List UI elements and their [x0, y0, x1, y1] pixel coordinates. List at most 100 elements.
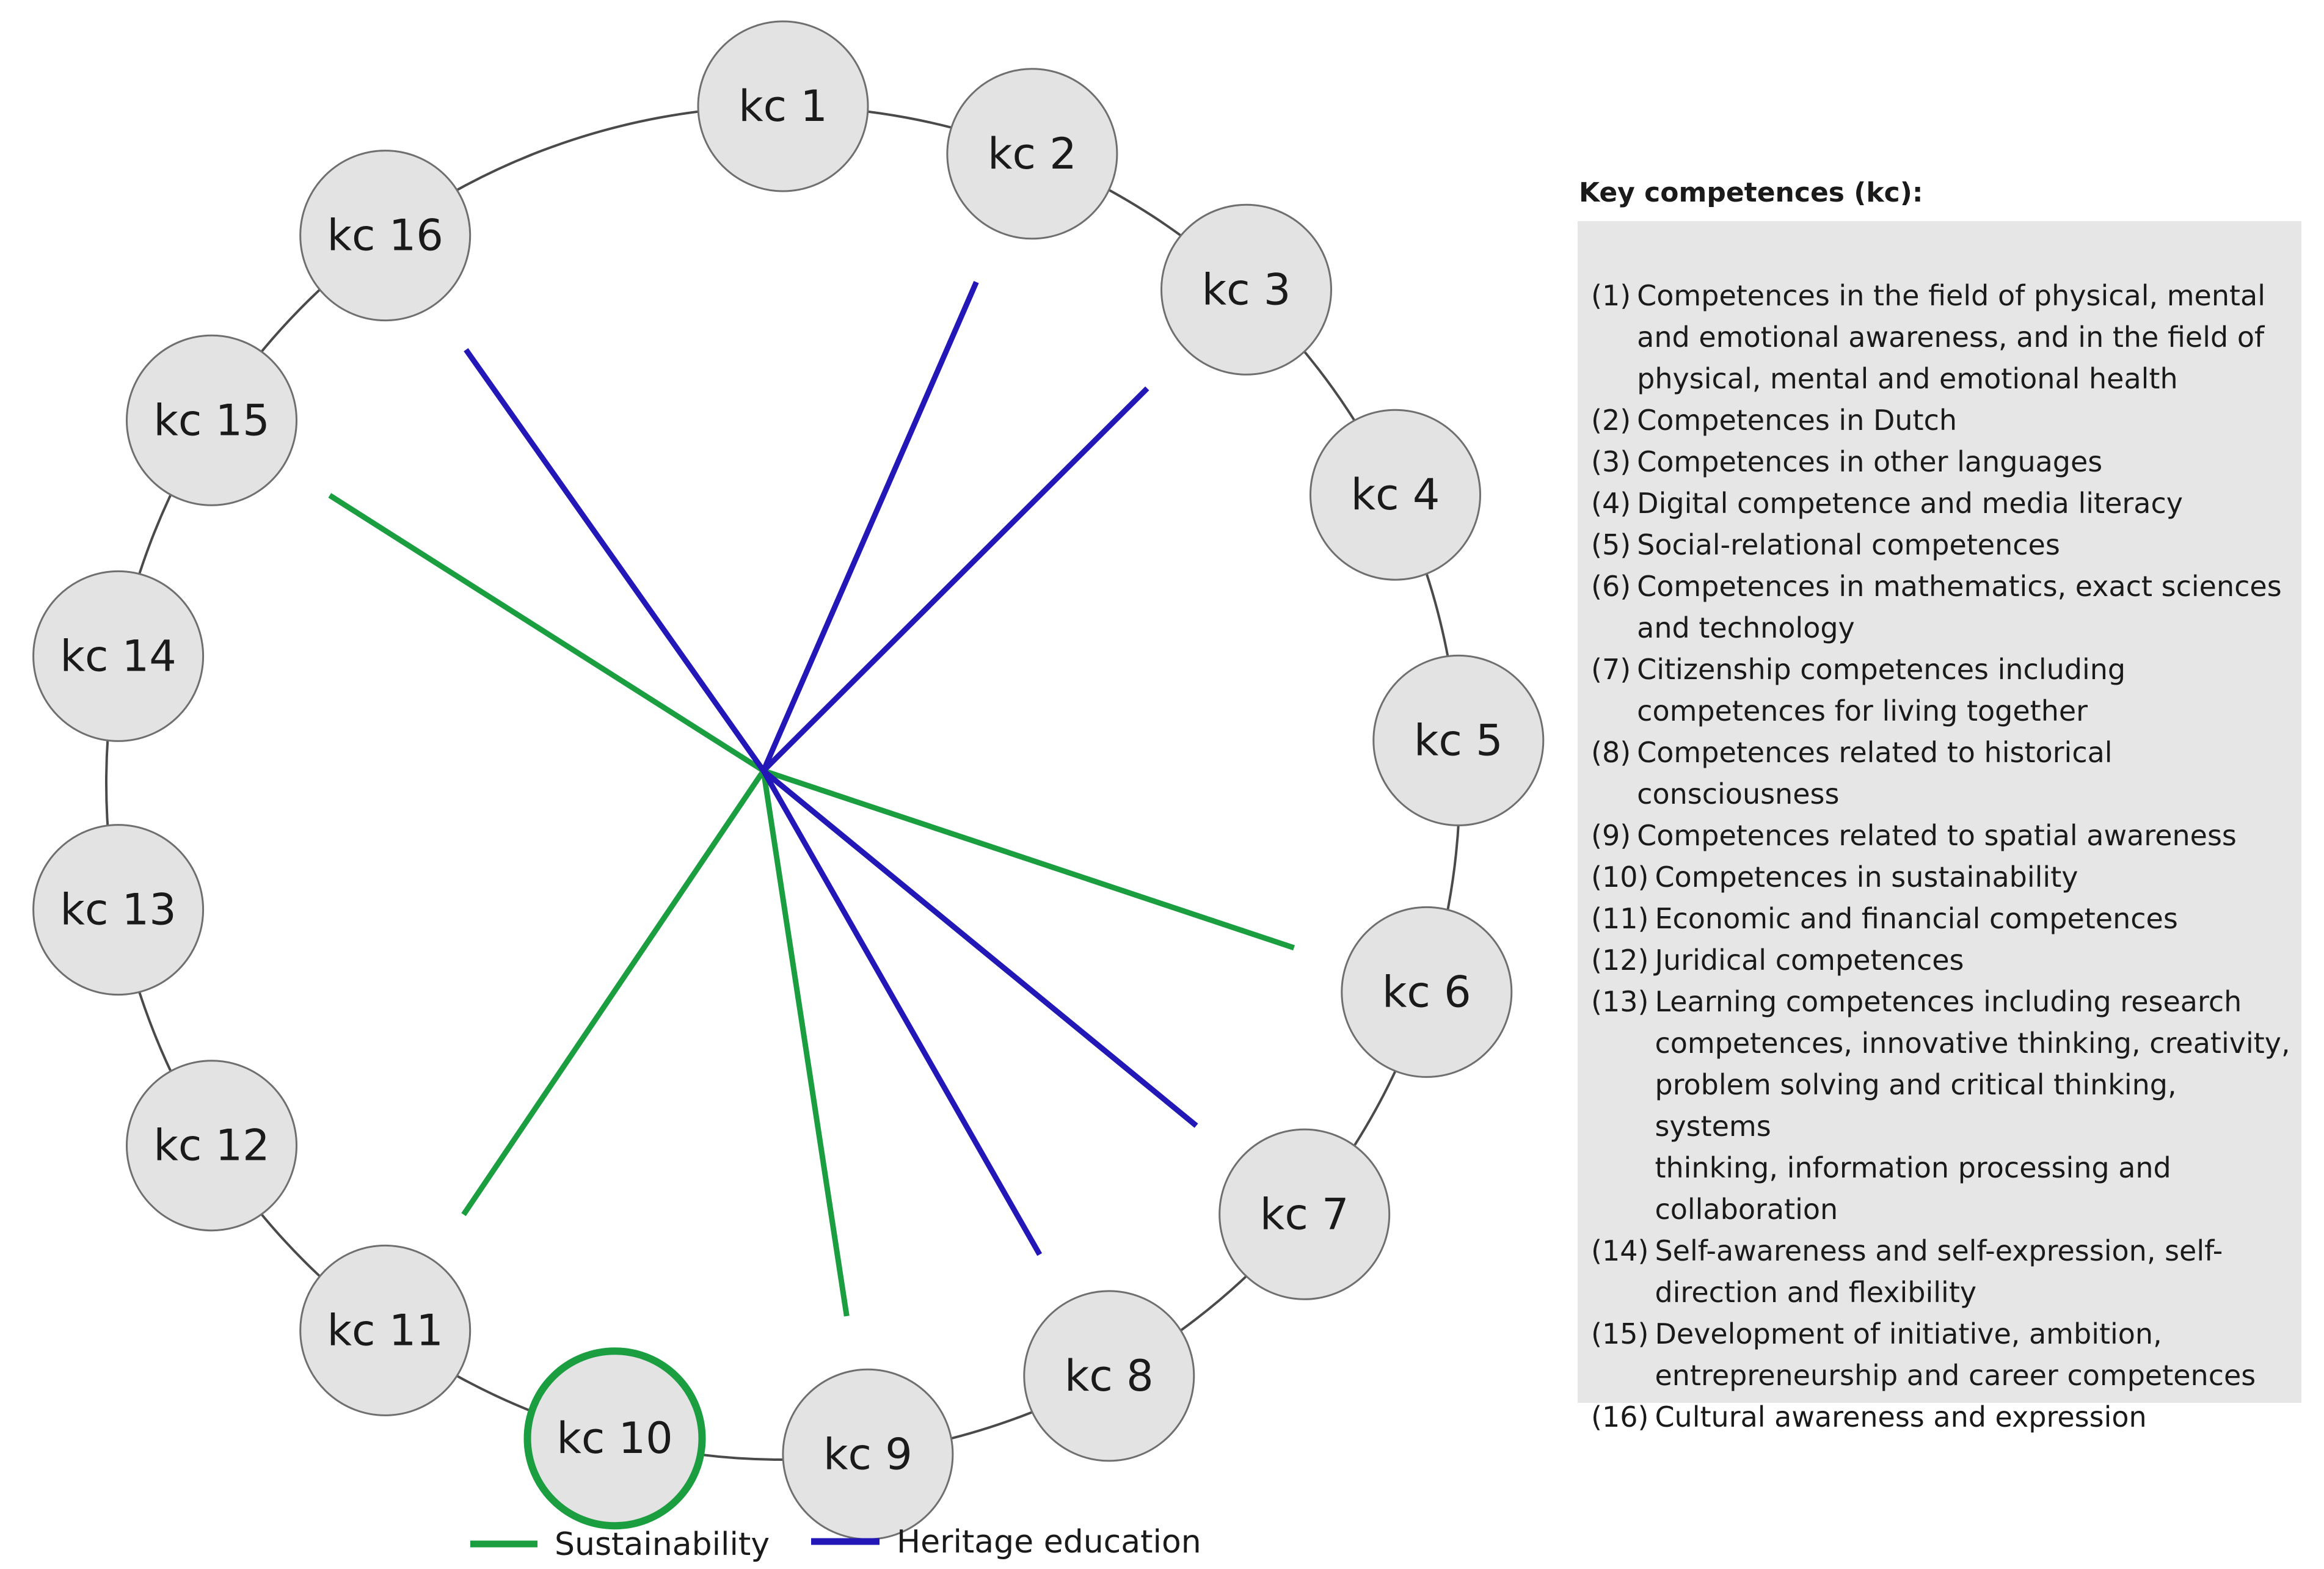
link-heritage-education-kc-8	[761, 769, 1043, 1256]
link-heritage-education-kc-3	[761, 386, 1149, 773]
key-item-number: (12)	[1591, 944, 1649, 977]
node-label: kc 7	[1260, 1189, 1349, 1239]
link-sustainability-kc-11	[461, 769, 766, 1217]
key-item-text: Juridical competences	[1655, 944, 1964, 977]
key-item: (11)Economic and financial competences	[1591, 898, 2295, 939]
node-circle	[1218, 1128, 1391, 1300]
key-item-text: Competences related to spatial awareness	[1637, 819, 2237, 852]
node-kc-6: kc 6	[1341, 906, 1513, 1078]
node-circle	[697, 20, 869, 192]
node-circle	[299, 150, 472, 322]
key-item-number: (3)	[1591, 445, 1631, 478]
key-item-number: (8)	[1591, 736, 1631, 769]
node-kc-16: kc 16	[299, 150, 472, 322]
node-circle	[32, 570, 205, 742]
key-item: (14)Self-awareness and self-expression, …	[1591, 1230, 2295, 1313]
node-label: kc 11	[327, 1305, 443, 1355]
legend-heritage-education: Heritage education	[811, 1524, 1201, 1560]
key-item-number: (11)	[1591, 902, 1649, 935]
key-item: (10)Competences in sustainability	[1591, 856, 2295, 898]
node-kc-9: kc 9	[782, 1368, 954, 1540]
key-item-number: (4)	[1591, 487, 1631, 520]
key-item: (8)Competences related to historical con…	[1591, 732, 2295, 815]
node-kc-4: kc 4	[1310, 409, 1481, 581]
key-item: (7)Citizenship competences including com…	[1591, 649, 2295, 732]
node-kc-12: kc 12	[126, 1060, 297, 1232]
node-label: kc 5	[1414, 715, 1503, 765]
legend-sustainability: Sustainability	[470, 1526, 770, 1563]
key-item-text: Development of initiative, ambition, ent…	[1655, 1317, 2256, 1392]
node-kc-14: kc 14	[32, 570, 205, 742]
node-highlight-ring	[523, 1347, 706, 1530]
key-item: (15)Development of initiative, ambition,…	[1591, 1313, 2295, 1396]
key-item-text: Economic and financial competences	[1655, 902, 2178, 935]
node-label: kc 14	[60, 631, 176, 681]
legend-label: Heritage education	[897, 1524, 1201, 1560]
link-sustainability-kc-6	[762, 768, 1295, 951]
key-item-text: Citizenship competences including compet…	[1637, 653, 2126, 727]
key-item-number: (9)	[1591, 819, 1631, 852]
key-item-number: (13)	[1591, 985, 1649, 1018]
key-item-number: (14)	[1591, 1234, 1649, 1267]
key-item: (1)Competences in the field of physical,…	[1591, 275, 2295, 399]
key-item: (5)Social-relational competences	[1591, 524, 2295, 566]
key-item-text: Digital competence and media literacy	[1637, 487, 2184, 520]
key-item: (3)Competences in other languages	[1591, 441, 2295, 482]
legend-label: Sustainability	[555, 1526, 770, 1563]
key-item-text: Competences in mathematics, exact scienc…	[1637, 570, 2282, 644]
node-kc-1: kc 1	[697, 20, 869, 192]
key-item-text: Social-relational competences	[1637, 528, 2060, 561]
key-item-number: (2)	[1591, 404, 1631, 437]
node-circle	[1341, 906, 1513, 1078]
node-label: kc 12	[153, 1121, 269, 1171]
key-item-text: Self-awareness and self-expression, self…	[1655, 1234, 2223, 1309]
key-item-number: (5)	[1591, 528, 1631, 561]
key-panel: (1)Competences in the field of physical,…	[1578, 221, 2301, 1433]
key-item: (4)Digital competence and media literacy	[1591, 482, 2295, 524]
node-circle	[1372, 654, 1545, 826]
node-kc-15: kc 15	[126, 334, 297, 506]
node-kc-7: kc 7	[1218, 1128, 1391, 1300]
node-kc-3: kc 3	[1160, 203, 1332, 376]
key-item-number: (10)	[1591, 861, 1649, 894]
node-circle	[946, 68, 1118, 240]
key-item: (12)Juridical competences	[1591, 939, 2295, 981]
node-circle	[126, 1060, 297, 1232]
node-circle	[32, 824, 205, 996]
node-label: kc 4	[1351, 470, 1440, 520]
node-label: kc 13	[60, 885, 176, 935]
node-circle	[299, 1244, 472, 1416]
node-label: kc 10	[556, 1413, 672, 1463]
node-kc-13: kc 13	[32, 824, 205, 996]
node-kc-10: kc 10	[523, 1347, 706, 1530]
key-item-number: (15)	[1591, 1317, 1649, 1350]
key-item-text: Competences related to historical consci…	[1637, 736, 2113, 810]
node-kc-5: kc 5	[1372, 654, 1545, 826]
key-item: (2)Competences in Dutch	[1591, 399, 2295, 441]
node-label: kc 16	[327, 211, 443, 261]
key-item-number: (1)	[1591, 279, 1631, 312]
key-item-text: Learning competences including research …	[1655, 985, 2290, 1226]
link-sustainability-kc-9	[760, 770, 850, 1317]
key-item: (6)Competences in mathematics, exact sci…	[1591, 566, 2295, 649]
node-circle	[1160, 203, 1332, 376]
node-label: kc 1	[738, 81, 828, 131]
key-item-text: Competences in sustainability	[1655, 861, 2078, 894]
link-heritage-education-kc-2	[760, 281, 979, 772]
key-item: (9)Competences related to spatial awaren…	[1591, 815, 2295, 856]
node-kc-11: kc 11	[299, 1244, 472, 1416]
node-circle	[1310, 409, 1481, 581]
key-item: (13)Learning competences including resea…	[1591, 981, 2295, 1230]
key-item-number: (16)	[1591, 1400, 1649, 1433]
key-title: Key competences (kc):	[1579, 177, 1923, 208]
key-item-text: Cultural awareness and expression	[1655, 1400, 2147, 1433]
node-label: kc 8	[1065, 1351, 1154, 1401]
node-circle	[1023, 1290, 1195, 1462]
node-circle	[126, 334, 297, 506]
link-sustainability-kc-15	[328, 493, 765, 773]
node-label: kc 6	[1382, 967, 1471, 1017]
key-item-text: Competences in other languages	[1637, 445, 2103, 478]
key-item-number: (7)	[1591, 653, 1631, 686]
node-label: kc 15	[153, 395, 269, 445]
